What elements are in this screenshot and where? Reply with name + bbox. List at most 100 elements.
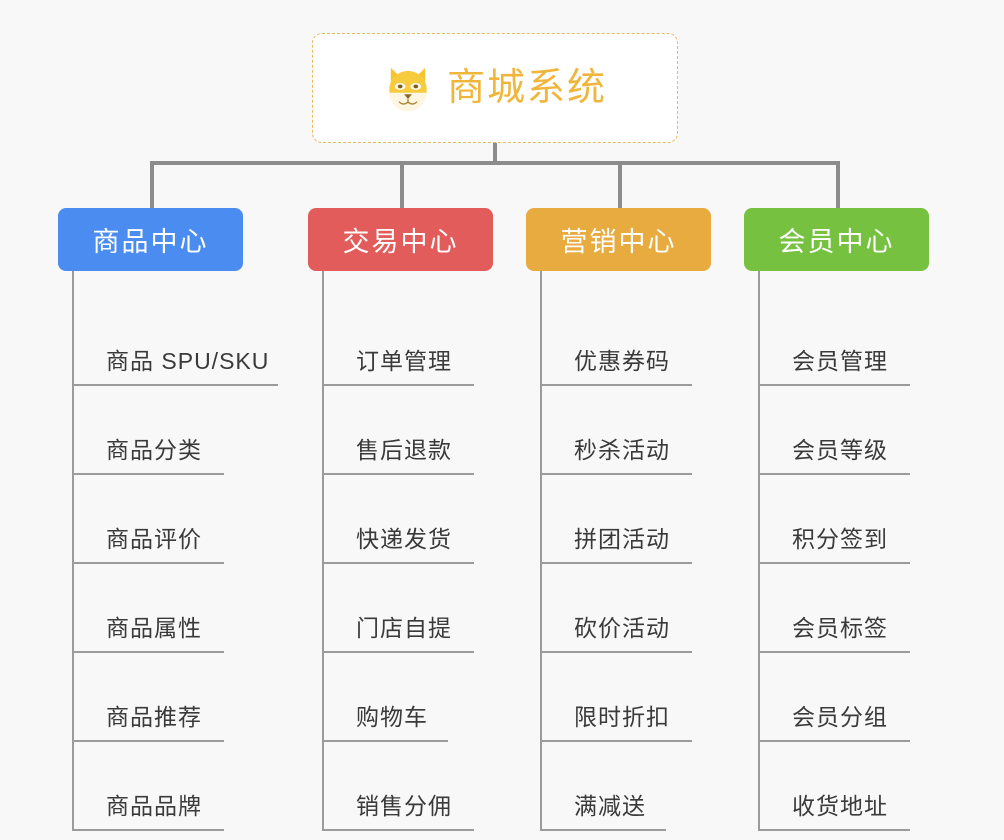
leaf-rule bbox=[758, 651, 910, 653]
leaf-label: 会员管理 bbox=[792, 348, 888, 374]
connector-horizontal-bar bbox=[150, 161, 840, 165]
leaf-label: 收货地址 bbox=[792, 793, 888, 819]
leaf-item[interactable]: 门店自提 bbox=[308, 564, 493, 653]
branch-header-product-center[interactable]: 商品中心 bbox=[58, 208, 243, 271]
leaf-rule bbox=[758, 562, 910, 564]
branch-trade-center: 交易中心 订单管理 售后退款 快递发货 门店自提 购物车 bbox=[308, 208, 493, 831]
branch-product-center: 商品中心 商品 SPU/SKU 商品分类 商品评价 商品属性 商品推荐 bbox=[58, 208, 278, 831]
leaf-item[interactable]: 售后退款 bbox=[308, 386, 493, 475]
leaf-label: 满减送 bbox=[574, 793, 646, 819]
leaf-label: 砍价活动 bbox=[574, 615, 670, 641]
leaf-item[interactable]: 商品分类 bbox=[58, 386, 243, 475]
leaf-rule bbox=[72, 384, 278, 386]
leaf-label: 商品属性 bbox=[106, 615, 202, 641]
leaf-label: 门店自提 bbox=[356, 615, 452, 641]
leaf-item[interactable]: 会员标签 bbox=[744, 564, 929, 653]
leaf-item[interactable]: 订单管理 bbox=[308, 297, 493, 386]
leaf-label: 购物车 bbox=[356, 704, 428, 730]
branch-header-member-center[interactable]: 会员中心 bbox=[744, 208, 929, 271]
branch-header-label: 会员中心 bbox=[778, 227, 895, 257]
connector-drop-3 bbox=[618, 161, 622, 209]
leaf-rule bbox=[322, 651, 474, 653]
leaf-item[interactable]: 积分签到 bbox=[744, 475, 929, 564]
connector-drop-1 bbox=[150, 161, 154, 209]
leaf-item[interactable]: 购物车 bbox=[308, 653, 493, 742]
leaf-item[interactable]: 商品属性 bbox=[58, 564, 243, 653]
leaf-label: 限时折扣 bbox=[574, 704, 670, 730]
leaf-list-marketing-center: 优惠券码 秒杀活动 拼团活动 砍价活动 限时折扣 满减送 bbox=[526, 271, 711, 831]
leaf-rule bbox=[72, 740, 224, 742]
leaf-rule bbox=[758, 384, 910, 386]
leaf-label: 快递发货 bbox=[356, 526, 452, 552]
connector-stem bbox=[493, 143, 497, 164]
leaf-item[interactable]: 快递发货 bbox=[308, 475, 493, 564]
leaf-rule bbox=[72, 651, 224, 653]
leaf-label: 优惠券码 bbox=[574, 348, 670, 374]
leaf-item[interactable]: 商品推荐 bbox=[58, 653, 243, 742]
leaf-label: 会员等级 bbox=[792, 437, 888, 463]
leaf-list-member-center: 会员管理 会员等级 积分签到 会员标签 会员分组 收货地址 bbox=[744, 271, 929, 831]
leaf-rule bbox=[322, 384, 474, 386]
leaf-rule bbox=[322, 562, 474, 564]
leaf-rule bbox=[758, 740, 910, 742]
connector-drop-4 bbox=[836, 161, 840, 209]
root-title: 商城系统 bbox=[446, 67, 607, 109]
leaf-item[interactable]: 会员管理 bbox=[744, 297, 929, 386]
branch-trunk bbox=[758, 271, 760, 831]
leaf-item[interactable]: 满减送 bbox=[526, 742, 711, 831]
leaf-list-trade-center: 订单管理 售后退款 快递发货 门店自提 购物车 销售分佣 bbox=[308, 271, 493, 831]
leaf-item[interactable]: 砍价活动 bbox=[526, 564, 711, 653]
branch-trunk bbox=[72, 271, 74, 831]
leaf-rule bbox=[322, 473, 474, 475]
leaf-rule bbox=[72, 473, 224, 475]
leaf-label: 积分签到 bbox=[792, 526, 888, 552]
leaf-label: 商品 SPU/SKU bbox=[106, 348, 270, 374]
leaf-label: 商品品牌 bbox=[106, 793, 202, 819]
branch-header-marketing-center[interactable]: 营销中心 bbox=[526, 208, 711, 271]
leaf-rule bbox=[540, 651, 692, 653]
branch-header-label: 商品中心 bbox=[92, 227, 209, 257]
leaf-item[interactable]: 秒杀活动 bbox=[526, 386, 711, 475]
leaf-rule bbox=[72, 562, 224, 564]
leaf-item[interactable]: 优惠券码 bbox=[526, 297, 711, 386]
leaf-label: 商品评价 bbox=[106, 526, 202, 552]
leaf-item[interactable]: 商品评价 bbox=[58, 475, 243, 564]
leaf-rule bbox=[72, 829, 224, 831]
branch-header-trade-center[interactable]: 交易中心 bbox=[308, 208, 493, 271]
leaf-rule bbox=[540, 829, 666, 831]
leaf-label: 拼团活动 bbox=[574, 526, 670, 552]
leaf-label: 订单管理 bbox=[356, 348, 452, 374]
leaf-label: 会员标签 bbox=[792, 615, 888, 641]
leaf-rule bbox=[322, 829, 474, 831]
leaf-rule bbox=[540, 562, 692, 564]
leaf-item[interactable]: 销售分佣 bbox=[308, 742, 493, 831]
leaf-item[interactable]: 会员等级 bbox=[744, 386, 929, 475]
leaf-rule bbox=[540, 384, 692, 386]
leaf-label: 商品分类 bbox=[106, 437, 202, 463]
leaf-item[interactable]: 商品品牌 bbox=[58, 742, 243, 831]
leaf-label: 商品推荐 bbox=[106, 704, 202, 730]
leaf-label: 会员分组 bbox=[792, 704, 888, 730]
leaf-item[interactable]: 商品 SPU/SKU bbox=[58, 297, 278, 386]
leaf-item[interactable]: 会员分组 bbox=[744, 653, 929, 742]
leaf-rule bbox=[322, 740, 448, 742]
leaf-list-product-center: 商品 SPU/SKU 商品分类 商品评价 商品属性 商品推荐 商品品牌 bbox=[58, 271, 278, 831]
leaf-rule bbox=[540, 473, 692, 475]
leaf-label: 销售分佣 bbox=[356, 793, 452, 819]
root-node[interactable]: 商城系统 bbox=[312, 33, 678, 143]
leaf-rule bbox=[758, 473, 910, 475]
shiba-dog-face-icon bbox=[389, 67, 427, 112]
branch-header-label: 交易中心 bbox=[342, 227, 459, 257]
leaf-label: 售后退款 bbox=[356, 437, 452, 463]
branch-member-center: 会员中心 会员管理 会员等级 积分签到 会员标签 会员分组 bbox=[744, 208, 929, 831]
branch-marketing-center: 营销中心 优惠券码 秒杀活动 拼团活动 砍价活动 限时折扣 bbox=[526, 208, 711, 831]
branch-trunk bbox=[540, 271, 542, 831]
leaf-item[interactable]: 限时折扣 bbox=[526, 653, 711, 742]
branch-header-label: 营销中心 bbox=[560, 227, 677, 257]
leaf-item[interactable]: 收货地址 bbox=[744, 742, 929, 831]
leaf-label: 秒杀活动 bbox=[574, 437, 670, 463]
leaf-rule bbox=[758, 829, 910, 831]
leaf-item[interactable]: 拼团活动 bbox=[526, 475, 711, 564]
branch-trunk bbox=[322, 271, 324, 831]
